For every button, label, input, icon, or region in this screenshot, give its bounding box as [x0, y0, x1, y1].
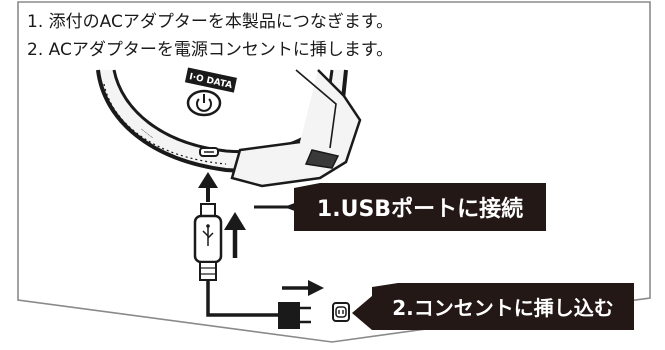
ac-adapter	[278, 302, 311, 329]
usb-port	[199, 147, 219, 157]
callout-outlet: 2.コンセントに挿し込む	[352, 283, 634, 330]
instruction-step-1: 1. 添付のACアダプターを本製品につなぎます。	[27, 12, 394, 32]
arrow-up-icon	[224, 212, 246, 258]
device-rim-detail	[103, 83, 227, 165]
power-button	[186, 89, 222, 117]
device: I·O DATA ‒‒‒‒	[96, 67, 362, 188]
device-stand-base	[304, 149, 340, 169]
usb-icon	[202, 224, 214, 246]
arrow-right-icon	[282, 280, 324, 296]
callout-outlet-label: 2.コンセントに挿し込む	[392, 296, 614, 320]
device-stand-edge	[295, 69, 337, 149]
callout-usb-port-label: 1.USBポートに接続	[317, 196, 523, 222]
outlet-icon	[332, 302, 350, 322]
usb-cable	[193, 172, 278, 317]
device-inner-ring	[112, 69, 334, 154]
instruction-step-2: 2. ACアダプターを電源コンセントに挿します。	[27, 40, 394, 60]
callout-usb-port: 1.USBポートに接続	[254, 183, 546, 231]
power-icon	[196, 94, 212, 112]
